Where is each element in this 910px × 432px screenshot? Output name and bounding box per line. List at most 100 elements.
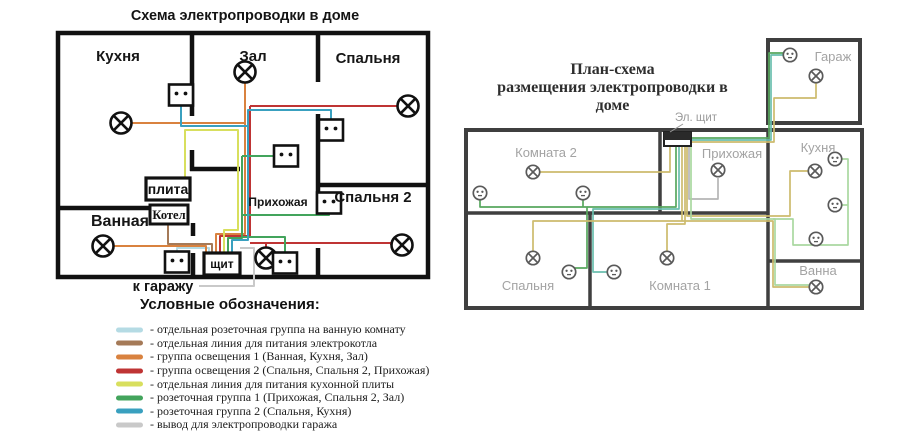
legend-title: Условные обозначения:	[140, 296, 320, 313]
lamp-icon	[525, 250, 541, 266]
outer-wall	[55, 30, 431, 280]
socket-icon	[782, 47, 798, 63]
legend-item: - группа освещения 1 (Ванная, Кухня, Зал…	[116, 349, 429, 364]
legend-swatch	[116, 354, 143, 360]
lamp-icon	[807, 163, 823, 179]
wire-socket-group2	[180, 105, 249, 253]
wire-socket-group2	[247, 109, 332, 126]
wire-garage	[691, 54, 783, 141]
room-label-bedroom: Спальня	[502, 278, 554, 293]
legend-swatch	[116, 395, 143, 401]
room-label-room2: Комната 2	[515, 145, 577, 160]
wire-boiler-line	[167, 224, 213, 253]
lamp-icon	[390, 233, 414, 257]
legend: Условные обозначения: - отдельная розето…	[116, 296, 429, 432]
legend-item: - отдельная розеточная группа на ванную …	[116, 322, 429, 337]
wire-lighting2	[219, 106, 251, 253]
right-diagram-title: План-схема размещения электропроводки в …	[480, 61, 745, 115]
stove-label: плита	[148, 181, 189, 197]
outer-wall	[464, 128, 864, 310]
room-label-kitchen: Кухня	[801, 140, 836, 155]
legend-item: - розеточная группа 2 (Спальня, Кухня)	[116, 404, 429, 419]
socket-icon	[472, 185, 488, 201]
room-label-hallway: Прихожая	[702, 146, 762, 161]
wire-bath-lamp	[773, 218, 809, 286]
boiler-box	[148, 203, 190, 226]
socket-icon	[808, 231, 824, 247]
wire-socket-group1	[242, 236, 286, 253]
legend-swatch	[116, 422, 143, 428]
wire-bedroom-bath	[532, 220, 809, 288]
lamp-icon	[525, 164, 541, 180]
room-label-hallway: Прихожая	[248, 195, 307, 209]
boiler-label: Котел	[152, 208, 185, 222]
left-floorplan: плита Котел щит Кухня Зал Спальня Ванная…	[55, 30, 431, 295]
wire-garage-line	[199, 247, 255, 287]
panel-pointer-line	[669, 123, 684, 133]
room-label-bedroom2: Спальня 2	[334, 189, 411, 206]
wire-kitchen-loop	[690, 146, 849, 246]
room-label-bathroom: Ванная	[91, 213, 149, 230]
wire-garage	[691, 83, 817, 143]
lamp-icon	[91, 234, 115, 258]
legend-item: - группа освещения 2 (Спальня, Спальня 2…	[116, 363, 430, 378]
wire-room2-lamp	[540, 146, 671, 173]
legend-item-label: - отдельная линия для питания кухонной п…	[150, 376, 395, 391]
panel-label: Эл. щит	[675, 112, 718, 124]
lamp-icon	[396, 94, 420, 118]
socket-icon	[827, 197, 843, 213]
socket-icon	[575, 185, 591, 201]
legend-item-label: - розеточная группа 1 (Прихожая, Спальня…	[150, 390, 405, 405]
room-label-hall: Зал	[239, 48, 266, 65]
legend-item-label: - отдельная розеточная группа на ванную …	[150, 322, 406, 337]
to-garage-label: к гаражу	[133, 279, 194, 295]
wire-socket-group1	[227, 156, 243, 253]
legend-item: - розеточная группа 1 (Прихожая, Спальня…	[116, 390, 429, 405]
legend-swatch	[116, 327, 143, 333]
room-label-kitchen: Кухня	[96, 48, 140, 65]
lamp-icon	[659, 250, 675, 266]
legend-item: - отдельная линия для питания кухонной п…	[116, 377, 429, 391]
socket-icon	[271, 251, 299, 275]
legend-swatch	[116, 340, 143, 346]
legend-item-label: - группа освещения 2 (Спальня, Спальня 2…	[150, 363, 430, 378]
legend-item: - вывод для электропроводки гаража	[116, 417, 429, 432]
socket-icon	[272, 144, 300, 168]
socket-icon	[167, 83, 195, 107]
panel-label: щит	[210, 257, 234, 271]
left-diagram-title: Схема электропроводки в доме	[130, 8, 360, 24]
socket-icon	[606, 264, 622, 280]
electrical-panel-top	[664, 132, 691, 140]
wire-bath-socket-group	[176, 247, 210, 253]
legend-item-label: - отдельная линия для питания электрокот…	[150, 335, 378, 350]
socket-icon	[317, 118, 345, 142]
wire-lighting2	[250, 242, 392, 245]
legend-swatch	[116, 381, 143, 387]
lamp-icon	[808, 279, 824, 295]
legend-swatch	[116, 368, 143, 374]
legend-item: - отдельная линия для питания электрокот…	[116, 335, 429, 351]
socket-icon	[163, 250, 191, 274]
wire-hallway-lamp	[688, 146, 719, 200]
wire-kitchen-lamp	[686, 146, 808, 217]
right-floorplan: Эл. щит Гараж Комната 2 Прихожая Кухня С…	[464, 38, 864, 310]
room-label-bedroom: Спальня	[336, 50, 401, 67]
stove-box	[144, 176, 192, 202]
lamp-icon	[710, 162, 726, 178]
wire-sockets	[587, 146, 677, 208]
wire-lighting1	[113, 245, 207, 253]
right-title-line1: План-схема	[570, 61, 655, 78]
wire-garage	[691, 52, 783, 139]
panel-box	[202, 251, 242, 277]
wire-room1-lamp	[666, 146, 686, 251]
wire-stove-line	[184, 129, 239, 253]
socket-icon	[561, 264, 577, 280]
room-label-room1: Комната 1	[649, 278, 711, 293]
lamp-icon	[808, 68, 824, 84]
lamp-icon	[109, 111, 133, 135]
wire-sockets	[592, 146, 680, 273]
wire-lighting1	[215, 83, 246, 253]
legend-item-label: - группа освещения 1 (Ванная, Кухня, Зал…	[150, 349, 368, 364]
room-label-bath: Ванна	[799, 263, 837, 278]
